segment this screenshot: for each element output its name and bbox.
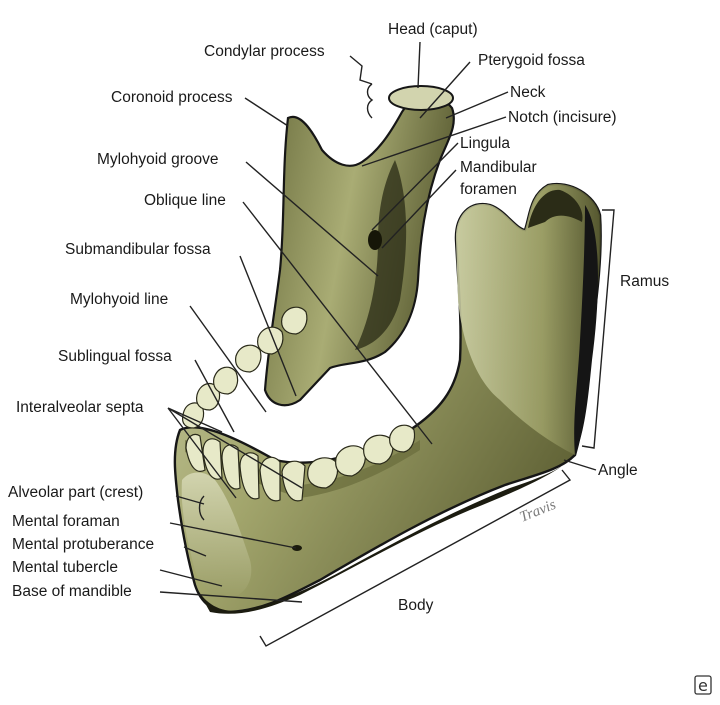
label-sublingual-fossa: Sublingual fossa: [58, 348, 172, 365]
label-mandibular-foramen-2: foramen: [460, 181, 517, 198]
label-mandibular-foramen-1: Mandibular: [460, 159, 537, 176]
label-head: Head (caput): [388, 21, 478, 38]
label-notch: Notch (incisure): [508, 109, 617, 126]
left-ramus: [263, 96, 455, 407]
teeth-molars-right: [307, 424, 416, 489]
mental-foramen-hole: [292, 545, 302, 551]
label-body: Body: [398, 597, 434, 614]
label-alveolar-part: Alveolar part (crest): [8, 484, 143, 501]
leader-notch: [361, 116, 507, 167]
label-interalveolar-septa: Interalveolar septa: [16, 399, 144, 416]
label-lingula: Lingula: [460, 135, 510, 152]
leader-mental-protuberance: [183, 546, 207, 557]
teeth-molars-left: [181, 306, 308, 429]
corner-logo-letter: e: [698, 676, 708, 695]
leader-head: [417, 41, 421, 89]
leader-mandibular-foramen: [381, 169, 457, 249]
leader-lines: [159, 41, 615, 647]
label-mental-foramen: Mental foraman: [12, 513, 120, 530]
leader-mylohyoid-line: [189, 305, 267, 413]
leader-sublingual-fossa: [194, 359, 235, 433]
artist-signature: Travis: [518, 497, 559, 526]
leader-condylar-process: [349, 55, 374, 119]
label-oblique-line: Oblique line: [144, 192, 226, 209]
bracket-ramus: [581, 209, 615, 449]
right-ramus-edge: [574, 205, 598, 455]
label-pterygoid-fossa: Pterygoid fossa: [478, 52, 585, 69]
leader-submandibular-fossa: [239, 255, 297, 397]
right-ramus: [455, 184, 601, 455]
mandibular-foramen-hole: [368, 230, 382, 250]
bracket-body: [259, 469, 572, 647]
label-neck: Neck: [510, 84, 546, 101]
label-condylar-process: Condylar process: [204, 43, 325, 60]
label-mental-tubercle: Mental tubercle: [12, 559, 118, 576]
leader-coronoid-process: [244, 97, 289, 127]
leader-oblique-line: [242, 201, 433, 445]
label-base-of-mandible: Base of mandible: [12, 583, 132, 600]
label-mylohyoid-line: Mylohyoid line: [70, 291, 168, 308]
condyle-head: [388, 85, 454, 111]
leader-alveolar-part: [175, 495, 205, 521]
chin: [181, 472, 252, 598]
leader-interalveolar-septa: [167, 407, 303, 499]
label-coronoid-process: Coronoid process: [111, 89, 233, 106]
leader-mylohyoid-groove: [245, 161, 379, 277]
leader-angle: [563, 459, 597, 471]
mandible-illustration: [173, 85, 602, 614]
leader-mental-foramen: [169, 522, 297, 549]
leader-pterygoid-fossa: [419, 61, 471, 119]
leader-base-of-mandible: [159, 591, 303, 603]
label-submandibular-fossa: Submandibular fossa: [65, 241, 211, 258]
label-ramus: Ramus: [620, 273, 669, 290]
leader-mental-tubercle: [159, 569, 223, 587]
labels: Head (caput) Condylar process Pterygoid …: [8, 21, 669, 614]
corner-logo: e: [694, 675, 712, 695]
right-notch: [528, 189, 583, 228]
leader-neck: [445, 91, 509, 119]
label-angle: Angle: [598, 462, 638, 479]
leader-lingula: [371, 142, 459, 231]
label-mental-protuberance: Mental protuberance: [12, 536, 154, 553]
label-mylohyoid-groove: Mylohyoid groove: [97, 151, 218, 168]
